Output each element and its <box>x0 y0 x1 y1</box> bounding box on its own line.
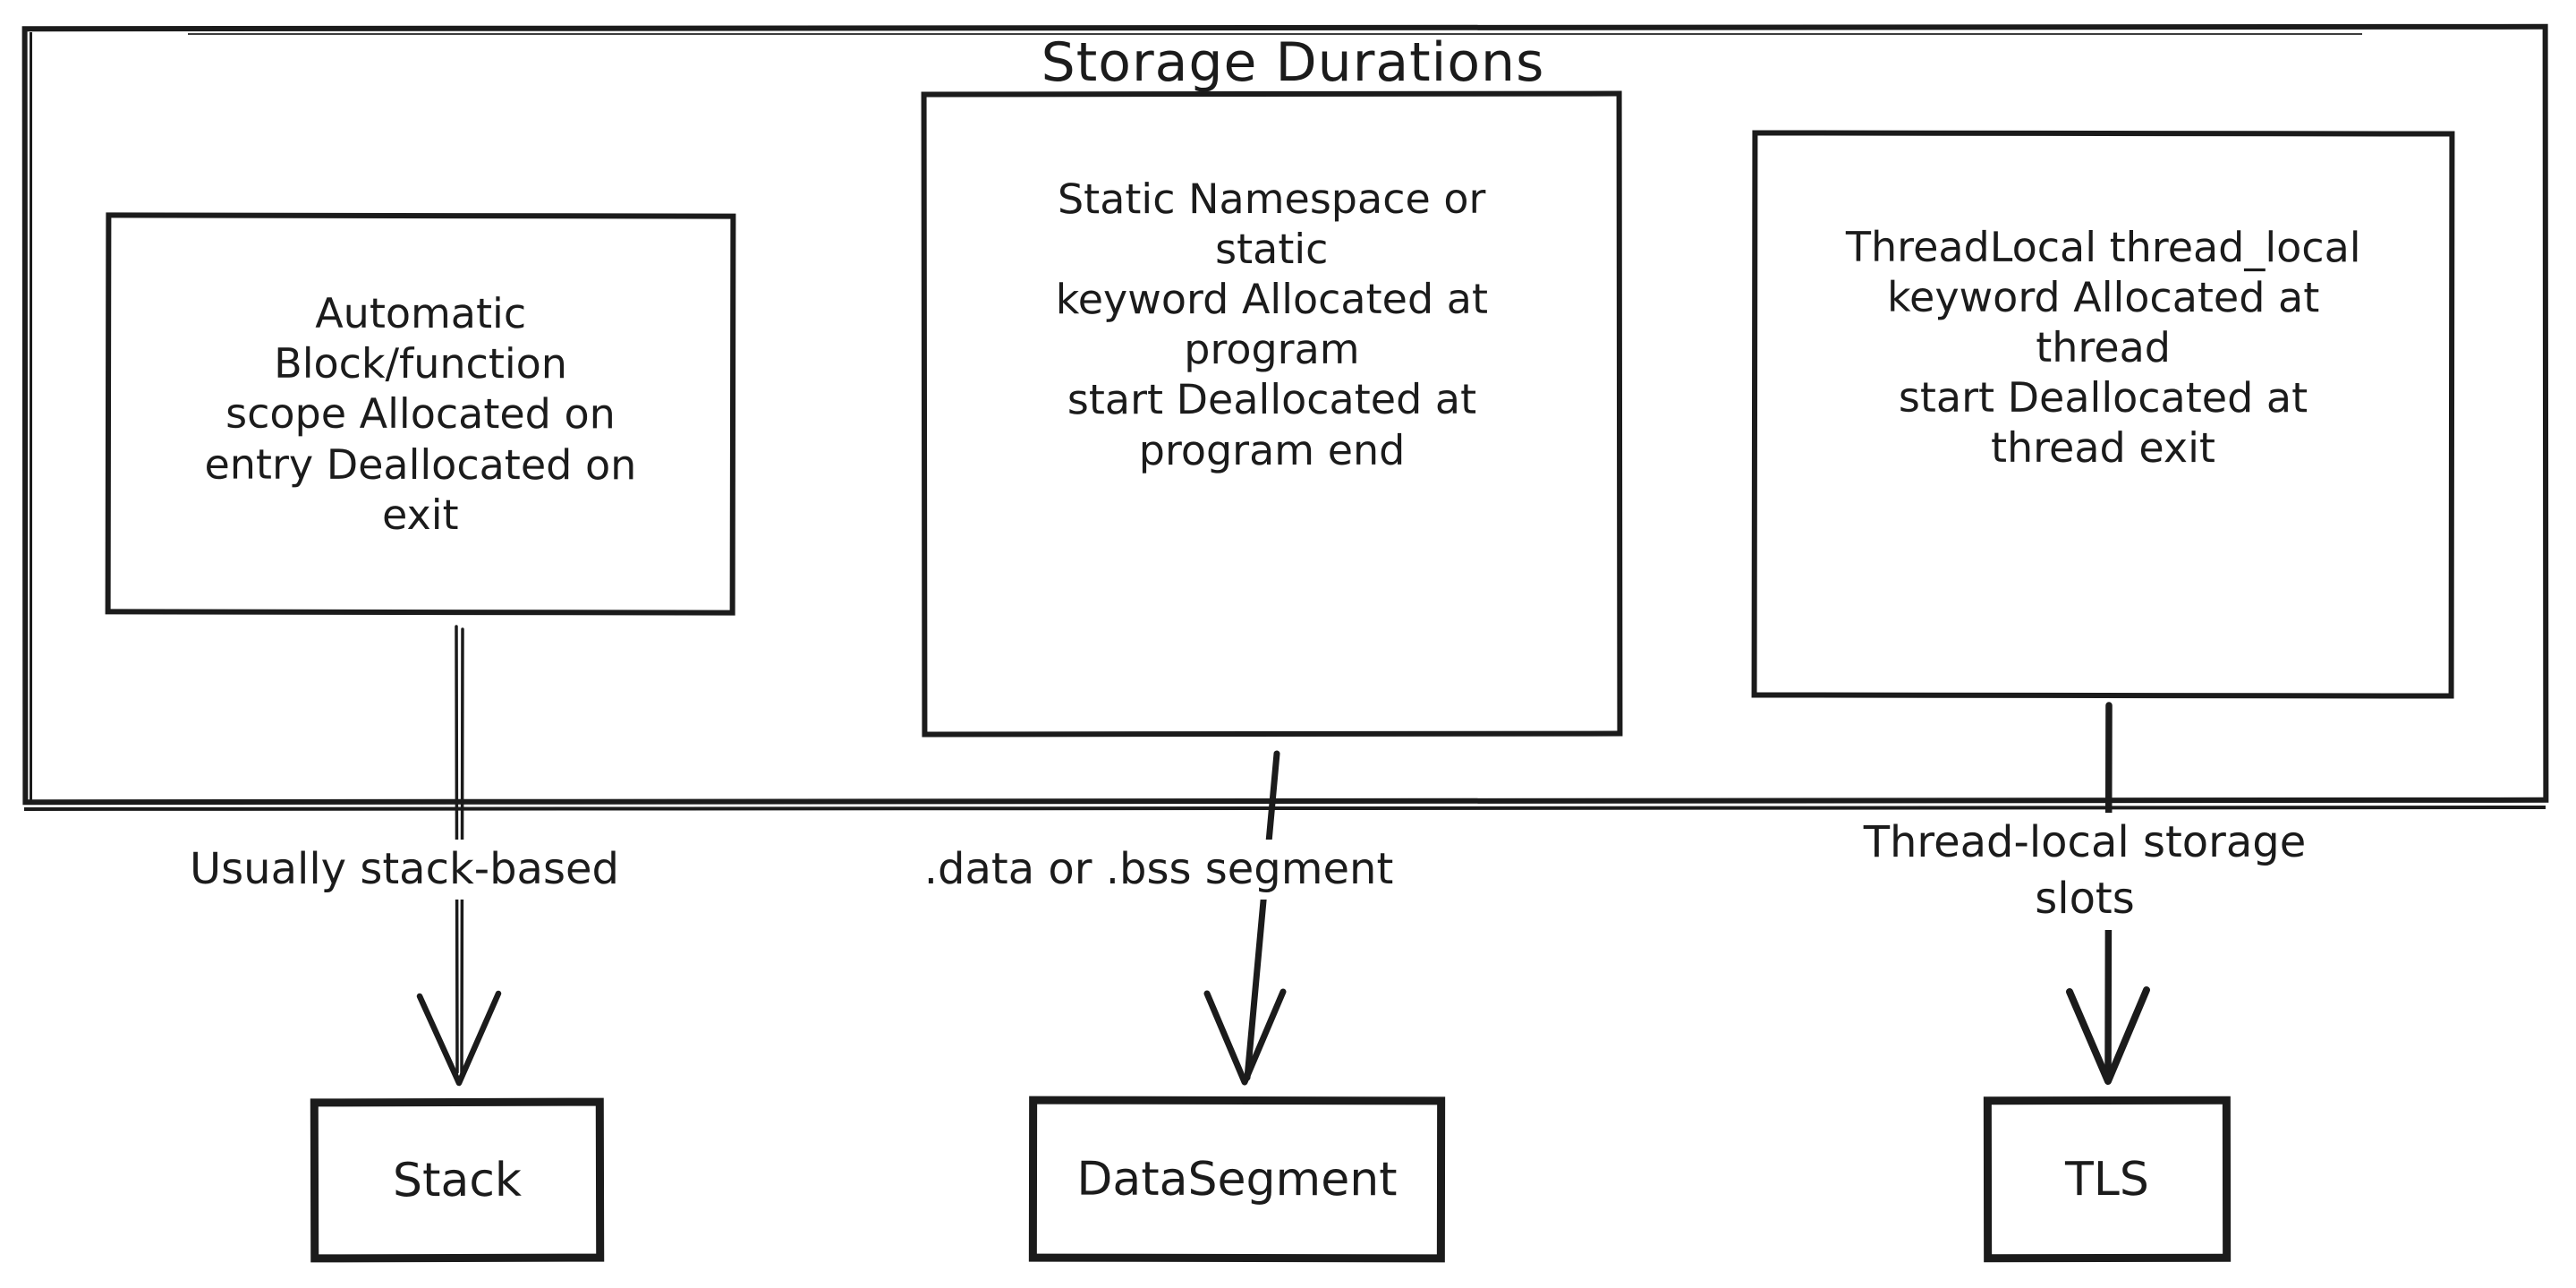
tls-arrow-label: Thread-local storage slots <box>1816 813 2353 930</box>
stack-box-label: Stack <box>392 1153 523 1207</box>
datasegment-box-label: DataSegment <box>1076 1152 1398 1207</box>
container-bottom-retrace-stroke <box>23 806 2546 811</box>
container-top-retrace-stroke <box>188 33 2362 35</box>
static-duration-box: Static Namespace or static keyword Alloc… <box>921 90 1623 738</box>
static-duration-text: Static Namespace or static keyword Alloc… <box>1055 174 1489 474</box>
diagram-title: Storage Durations <box>1041 31 1545 94</box>
automatic-duration-box: Automatic Block/function scope Allocated… <box>105 212 736 616</box>
container-left-retrace-stroke <box>30 32 32 800</box>
datasegment-arrow-label: .data or .bss segment <box>872 840 1445 900</box>
threadlocal-duration-box: ThreadLocal thread_local keyword Allocat… <box>1751 130 2455 699</box>
threadlocal-duration-text: ThreadLocal thread_local keyword Allocat… <box>1845 222 2361 473</box>
datasegment-box: DataSegment <box>1028 1096 1446 1263</box>
automatic-duration-text: Automatic Block/function scope Allocated… <box>204 289 637 539</box>
stack-arrow-label: Usually stack-based <box>118 840 691 900</box>
stack-box: Stack <box>310 1097 605 1263</box>
tls-box: TLS <box>1983 1096 2232 1263</box>
tls-box-label: TLS <box>2065 1152 2149 1207</box>
